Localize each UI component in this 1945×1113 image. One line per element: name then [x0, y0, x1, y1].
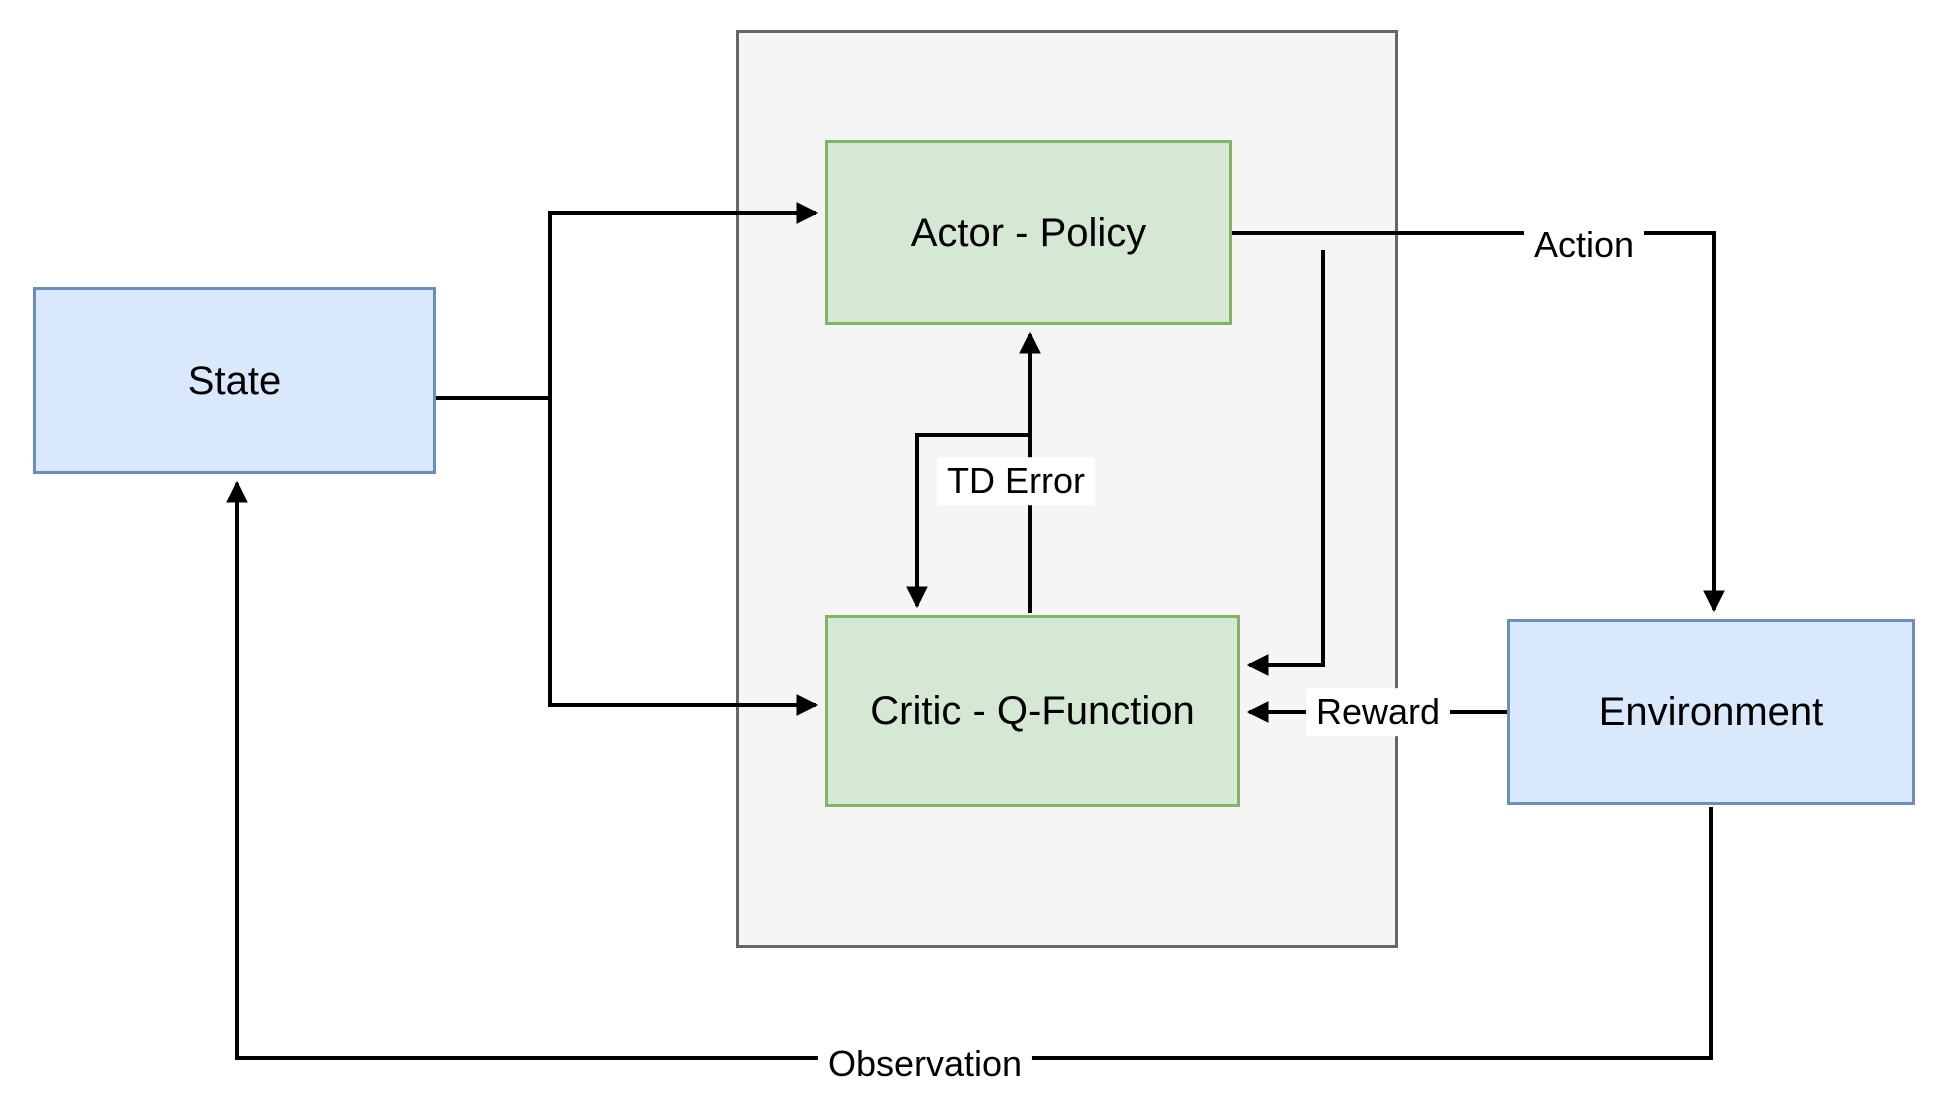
edge-label-td-error: TD Error [937, 457, 1095, 505]
edge-label-action: Action [1523, 221, 1645, 269]
edge-label-reward: Reward [1305, 688, 1451, 736]
node-environment: Environment [1507, 619, 1915, 805]
node-actor-policy: Actor - Policy [825, 140, 1232, 325]
node-critic-label: Critic - Q-Function [870, 689, 1195, 733]
node-environment-label: Environment [1598, 690, 1824, 734]
edge-label-observation: Observation [817, 1040, 1033, 1088]
node-state: State [33, 287, 436, 474]
node-critic-q-function: Critic - Q-Function [825, 615, 1240, 807]
node-actor-label: Actor - Policy [910, 210, 1147, 255]
node-state-label: State [187, 358, 282, 403]
